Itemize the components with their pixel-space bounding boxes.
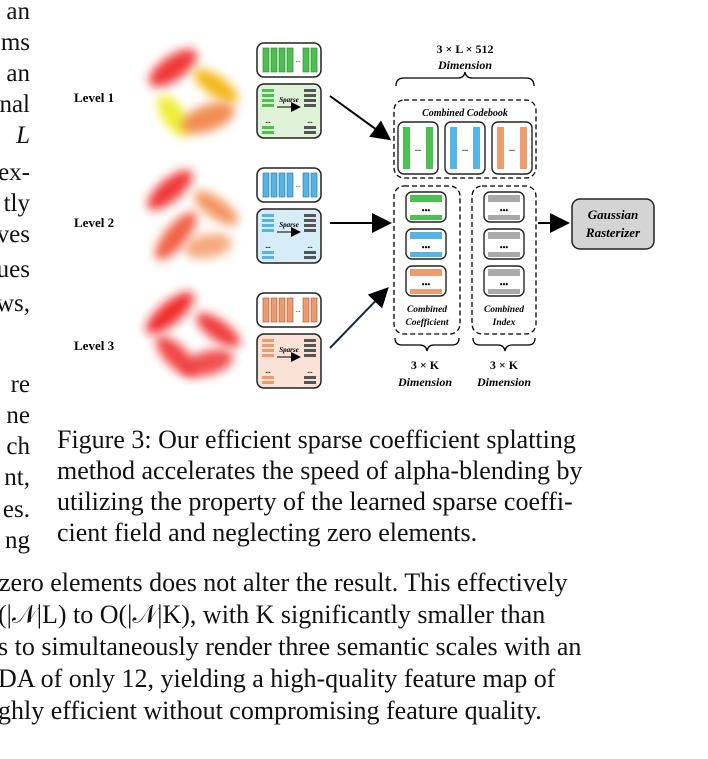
ellipsis-bold: ••• bbox=[422, 243, 431, 252]
caption-line: utilizing the property of the learned sp… bbox=[57, 487, 573, 516]
ellipsis: ... bbox=[295, 56, 301, 64]
ellipsis-bold: ••• bbox=[422, 280, 431, 289]
bottom-dim-left-1: 3 × K bbox=[411, 358, 440, 372]
left-fragment: es. bbox=[2, 496, 30, 523]
ellipsis: ... bbox=[415, 144, 421, 153]
ellipsis: ... bbox=[509, 144, 515, 153]
ellipsis-bold: ••• bbox=[500, 280, 509, 289]
left-fragment: re bbox=[10, 371, 30, 398]
gaussians-level-3 bbox=[145, 291, 241, 377]
left-fragment: ves bbox=[0, 221, 30, 248]
ellipsis-bold: ••• bbox=[422, 206, 431, 215]
body-line: ghly efficient without compromising feat… bbox=[0, 696, 542, 725]
bottom-brace-left bbox=[394, 337, 460, 352]
ellipsis: ... bbox=[307, 242, 313, 250]
ellipsis-bold: ••• bbox=[500, 243, 509, 252]
bottom-dim-left-2: Dimension bbox=[397, 375, 452, 389]
top-dimension-word: Dimension bbox=[437, 58, 492, 72]
bottom-dim-right-2: Dimension bbox=[476, 375, 531, 389]
ellipsis-bold: ••• bbox=[500, 206, 509, 215]
sparse-label: Sparse bbox=[279, 221, 298, 229]
sparse-coefficient-level-1: Sparse ... ... bbox=[256, 83, 322, 139]
level-2-label: Level 2 bbox=[74, 215, 114, 230]
gaussians-level-1 bbox=[149, 49, 239, 137]
left-fragment: nal bbox=[0, 91, 30, 118]
index-gray-2: ••• bbox=[483, 228, 525, 260]
left-fragment: ng bbox=[5, 527, 30, 554]
codebook-level-1: ... bbox=[256, 42, 322, 78]
coefficient-blue: ••• bbox=[405, 228, 447, 260]
gaussian-rasterizer-label-2: Rasterizer bbox=[585, 225, 641, 240]
left-fragment: ms bbox=[0, 29, 30, 56]
combined-coefficient-label-1: Combined bbox=[407, 305, 447, 315]
top-brace bbox=[395, 71, 535, 87]
combined-index-label-1: Combined bbox=[484, 305, 524, 315]
left-fragment: an bbox=[6, 0, 30, 25]
ellipsis: ... bbox=[265, 117, 271, 125]
figure-caption: Figure 3: Our efficient sparse coefficie… bbox=[57, 424, 657, 548]
body-line: zero elements does not alter the result.… bbox=[0, 568, 568, 597]
combined-codebook-orange: ... bbox=[491, 121, 533, 175]
ellipsis: ... bbox=[265, 367, 271, 375]
sparse-label: Sparse bbox=[279, 346, 298, 354]
arrow-level-3 bbox=[329, 287, 389, 349]
left-fragment: ues bbox=[0, 256, 30, 283]
combined-index-box bbox=[471, 185, 537, 335]
combined-codebook-label: Combined Codebook bbox=[422, 108, 508, 119]
left-fragment: tly bbox=[3, 190, 30, 217]
sparse-coefficient-level-3: Sparse ... ... bbox=[256, 333, 322, 389]
caption-line: Figure 3: Our efficient sparse coefficie… bbox=[57, 425, 576, 454]
gaussians-level-2 bbox=[147, 170, 239, 261]
left-fragment: ws, bbox=[0, 290, 30, 317]
level-1-label: Level 1 bbox=[74, 90, 114, 105]
combined-index-label-2: Index bbox=[492, 318, 516, 328]
caption-line: method accelerates the speed of alpha-bl… bbox=[57, 456, 583, 485]
combined-coefficient-label-2: Coefficient bbox=[405, 318, 448, 328]
left-fragment: ch bbox=[6, 433, 30, 460]
ellipsis: ... bbox=[307, 117, 313, 125]
figure-3-diagram: Level 1 Level 2 Level 3 ... bbox=[74, 42, 655, 389]
combined-codebook-box bbox=[393, 99, 537, 179]
ellipsis: ... bbox=[295, 181, 301, 189]
coefficient-green: ••• bbox=[405, 191, 447, 223]
caption-line: cient field and neglecting zero elements… bbox=[57, 518, 478, 547]
ellipsis: ... bbox=[307, 367, 313, 375]
coefficient-orange: ••• bbox=[405, 265, 447, 297]
ellipsis: ... bbox=[295, 306, 301, 314]
sparse-coefficient-level-2: Sparse ... ... bbox=[256, 208, 322, 264]
bottom-brace-right bbox=[472, 337, 536, 352]
gaussian-rasterizer-label-1: Gaussian bbox=[588, 207, 639, 222]
body-line: (|𝒩|L) to O(|𝒩|K), with K significantly … bbox=[0, 600, 546, 629]
top-dimension-label: 3 × L × 512 bbox=[436, 42, 493, 56]
codebook-level-3: ... bbox=[256, 292, 322, 328]
combined-codebook-blue: ... bbox=[444, 121, 486, 175]
combined-coefficient-box bbox=[393, 185, 461, 335]
left-fragment: an bbox=[6, 60, 30, 87]
left-fragment: ex- bbox=[0, 159, 30, 186]
index-gray-3: ••• bbox=[483, 265, 525, 297]
left-fragment: ne bbox=[6, 402, 30, 429]
ellipsis: ... bbox=[265, 242, 271, 250]
ellipsis: ... bbox=[462, 144, 468, 153]
codebook-level-2: ... bbox=[256, 167, 322, 203]
index-gray-1: ••• bbox=[483, 191, 525, 223]
level-3-label: Level 3 bbox=[74, 338, 115, 353]
body-line: DA of only 12, yielding a high-quality f… bbox=[0, 664, 556, 693]
sparse-label: Sparse bbox=[279, 96, 298, 104]
bottom-dim-right-1: 3 × K bbox=[490, 358, 519, 372]
gaussian-rasterizer-box bbox=[571, 198, 655, 250]
left-fragment: L bbox=[16, 122, 30, 149]
left-fragment: nt, bbox=[4, 464, 30, 491]
combined-codebook-green: ... bbox=[397, 121, 439, 175]
body-line: s to simultaneously render three semanti… bbox=[0, 632, 582, 661]
arrow-level-1 bbox=[329, 95, 392, 141]
